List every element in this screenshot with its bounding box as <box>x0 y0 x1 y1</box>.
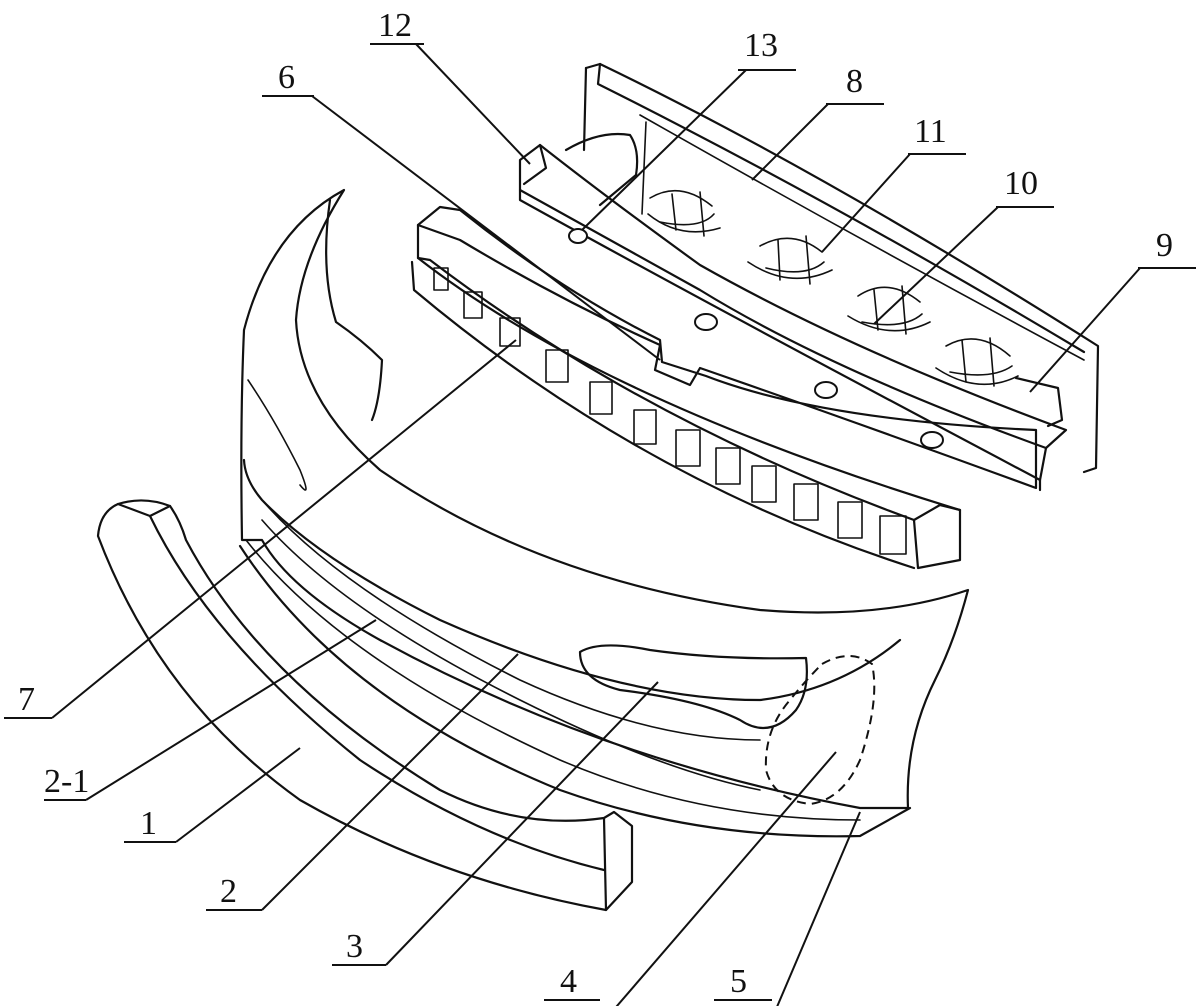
part-1-lower-lip <box>96 499 634 912</box>
part-4-lamp-zone <box>764 655 876 806</box>
part-12-absorber-beam <box>518 132 1068 492</box>
label-11: 11 <box>914 113 947 150</box>
leader-3 <box>385 681 659 966</box>
crash-box-4 <box>935 337 1019 387</box>
leader-5 <box>776 811 861 1006</box>
part-10-11-crash-boxes <box>647 189 1019 387</box>
label-3: 3 <box>346 928 363 965</box>
crash-box-2 <box>747 235 833 285</box>
leader-6 <box>311 95 661 361</box>
leader-1 <box>175 747 301 843</box>
crash-box-1 <box>647 189 721 237</box>
label-13: 13 <box>744 27 778 64</box>
leader-10 <box>873 206 999 325</box>
leader-2-1 <box>85 619 377 801</box>
label-2-1: 2-1 <box>44 763 89 800</box>
label-12: 12 <box>378 7 412 44</box>
leader-13 <box>581 69 747 231</box>
label-7: 7 <box>18 681 35 718</box>
leader-lines <box>4 43 1196 1006</box>
label-6: 6 <box>278 59 295 96</box>
reference-labels: 7 2-1 1 2 3 4 5 6 12 13 8 11 10 9 <box>18 7 1173 1000</box>
label-9: 9 <box>1156 227 1173 264</box>
part-6-buffer-block <box>410 205 1038 570</box>
label-10: 10 <box>1004 165 1038 202</box>
label-2: 2 <box>220 873 237 910</box>
part-7-windows <box>433 267 907 555</box>
leader-11 <box>821 153 911 253</box>
label-8: 8 <box>846 63 863 100</box>
part-8-rear-plate <box>582 62 1100 474</box>
crash-box-3 <box>847 285 931 335</box>
leader-7 <box>51 339 517 719</box>
leader-4 <box>615 751 837 1006</box>
part-3-recess <box>578 644 808 730</box>
label-1: 1 <box>140 805 157 842</box>
leader-9 <box>1029 267 1141 393</box>
label-5: 5 <box>730 963 747 1000</box>
leader-2 <box>261 653 519 911</box>
leader-12 <box>415 43 531 165</box>
label-4: 4 <box>560 963 577 1000</box>
leader-8 <box>751 103 829 181</box>
